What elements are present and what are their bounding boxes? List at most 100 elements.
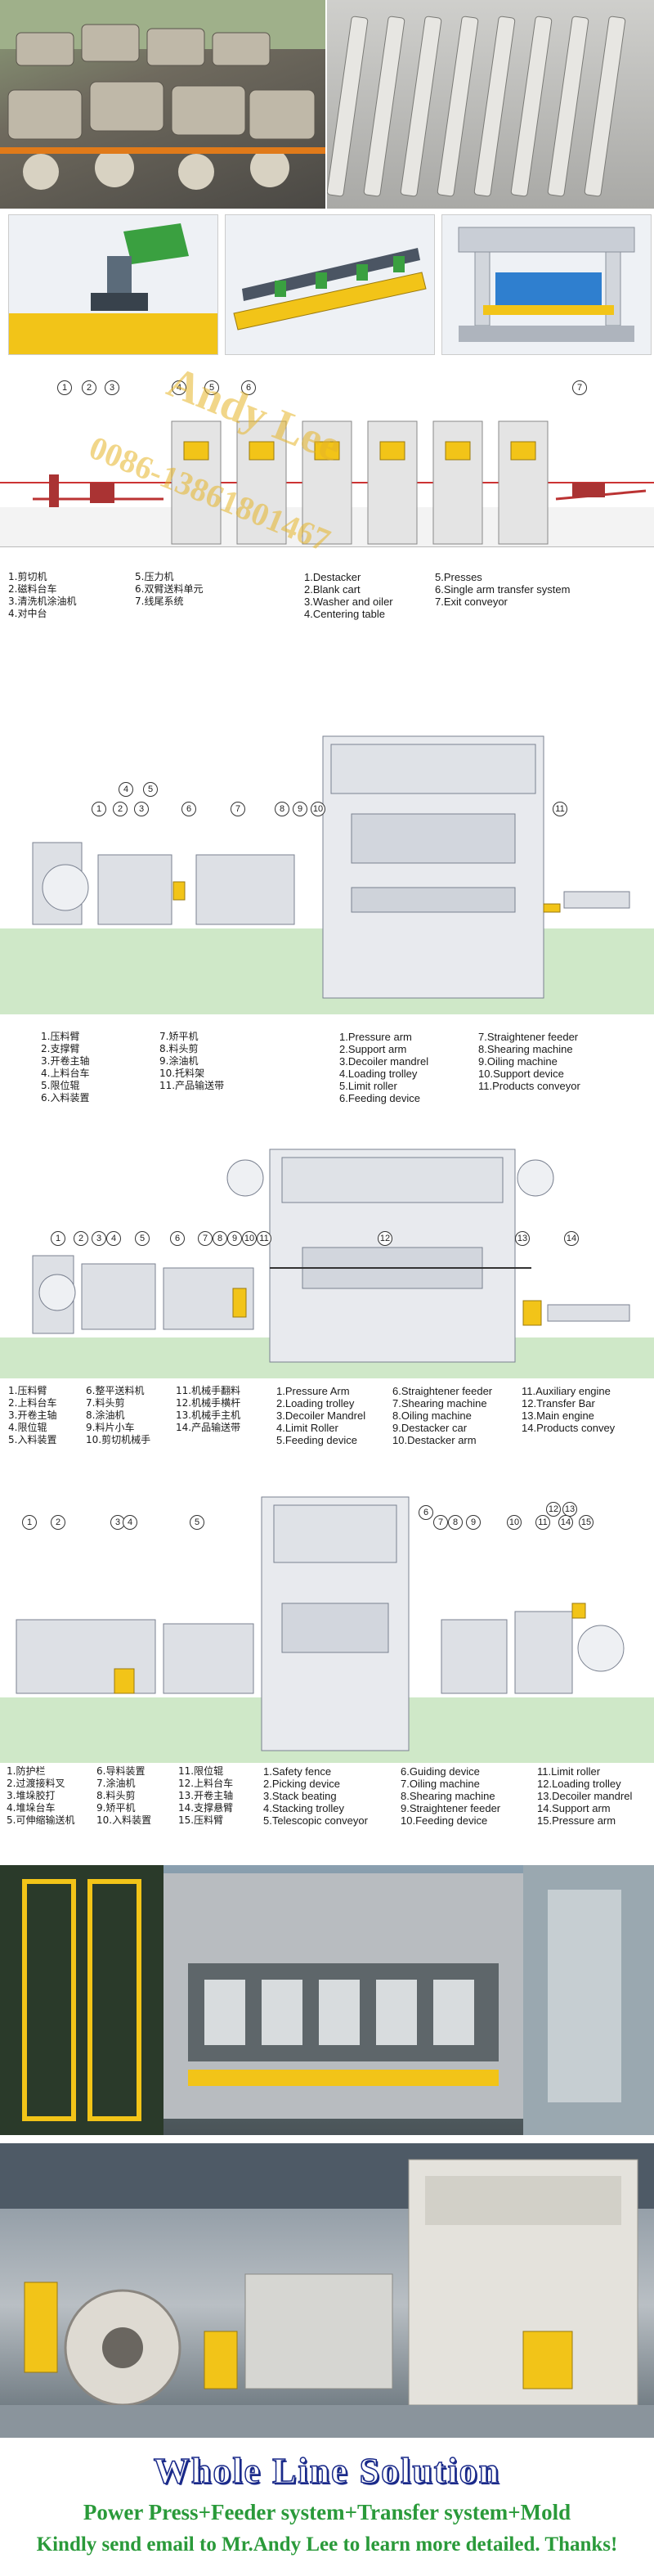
legend-item: 10.Feeding device <box>401 1814 488 1827</box>
legend-item: 11.Products conveyor <box>478 1080 580 1092</box>
callout-14: 14 <box>564 1231 579 1246</box>
legend-item: 6.双臂送料单元 <box>135 583 204 595</box>
legend-item: 8.料头剪 <box>96 1790 136 1801</box>
legend-item: 5.压力机 <box>135 571 174 582</box>
callout-5: 5 <box>204 380 219 395</box>
legend-item: 4.Loading trolley <box>339 1068 418 1080</box>
callout-1: 1 <box>92 802 106 816</box>
legend-item: 3.开卷主轴 <box>8 1409 57 1421</box>
legend-item: 12.机械手横杆 <box>176 1397 241 1409</box>
footer-subtitle: Power Press+Feeder system+Transfer syste… <box>83 2500 571 2524</box>
legend-item: 6.Feeding device <box>339 1092 421 1104</box>
diagram-coil-feeding-line: 1 2 3 4 5 6 7 8 9 10 11 1.压料臂 2.支撑臂 3.开卷… <box>0 720 654 1121</box>
legend-item: 6.Single arm transfer system <box>435 583 571 596</box>
callout-9: 9 <box>293 802 307 816</box>
legend-item: 5.Feeding device <box>276 1434 358 1446</box>
legend-item: 9.Straightener feeder <box>401 1802 501 1814</box>
callout-10: 10 <box>311 802 325 816</box>
legend-item: 5.Telescopic conveyor <box>263 1814 368 1827</box>
legend-item: 11.产品输送带 <box>159 1080 225 1091</box>
photo-press-line-factory <box>0 1865 654 2135</box>
legend-item: 4.Centering table <box>304 608 386 620</box>
legend-item: 3.Decoiler Mandrel <box>276 1409 366 1422</box>
legend-item: 5.可伸缩输送机 <box>7 1814 75 1826</box>
footer-contact: Kindly send email to Mr.Andy Lee to lear… <box>36 2533 618 2556</box>
legend-item: 2.上料台车 <box>8 1397 57 1409</box>
legend-item: 11.限位辊 <box>178 1765 224 1777</box>
callout-3: 3 <box>105 380 119 395</box>
legend-item: 8.料头剪 <box>159 1043 199 1054</box>
legend-item: 2.支撑臂 <box>41 1043 80 1054</box>
legend-item: 13.Decoiler mandrel <box>537 1790 633 1802</box>
legend-item: 14.Products convey <box>522 1422 616 1434</box>
legend-item: 5.入料装置 <box>8 1434 57 1445</box>
legend-item: 12.上料台车 <box>178 1778 234 1789</box>
callout-14: 14 <box>558 1515 573 1530</box>
legend-item: 14.产品输送带 <box>176 1422 241 1433</box>
callout-3: 3 <box>92 1231 106 1246</box>
legend-item: 3.开卷主轴 <box>41 1055 90 1067</box>
diagram-transfer-press-line: 1 2 3 4 5 6 7 8 9 10 11 12 13 14 1.压料臂 2… <box>0 1125 654 1468</box>
legend-item: 10.Support device <box>478 1068 564 1080</box>
legend-item: 1.防护栏 <box>7 1765 46 1777</box>
legend-item: 7.Straightener feeder <box>478 1031 579 1043</box>
legend-item: 7.料头剪 <box>86 1397 125 1409</box>
legend-item: 7.Oiling machine <box>401 1778 480 1790</box>
callout-4: 4 <box>123 1515 137 1530</box>
callout-12: 12 <box>378 1231 392 1246</box>
callout-5: 5 <box>135 1231 150 1246</box>
legend-item: 6.整平送料机 <box>86 1385 145 1396</box>
callout-7: 7 <box>198 1231 213 1246</box>
legend-item: 7.矫平机 <box>159 1031 199 1042</box>
callout-7: 7 <box>572 380 587 395</box>
legend-item: 4.限位辊 <box>8 1422 47 1433</box>
callout-2: 2 <box>74 1231 88 1246</box>
legend-item: 14.支撑悬臂 <box>178 1802 234 1814</box>
legend-item: 5.限位辊 <box>41 1080 80 1091</box>
legend-item: 3.Decoiler mandrel <box>339 1055 429 1068</box>
legend-item: 10.托料架 <box>159 1068 205 1079</box>
legend-item: 1.剪切机 <box>8 571 47 582</box>
legend-item: 9.料片小车 <box>86 1422 135 1433</box>
legend-item: 13.机械手主机 <box>176 1409 241 1421</box>
legend-item: 6.Straightener feeder <box>392 1385 493 1397</box>
callout-11: 11 <box>535 1515 550 1530</box>
callout-2: 2 <box>113 802 128 816</box>
callout-7: 7 <box>433 1515 448 1530</box>
legend-item: 2.过渡接料叉 <box>7 1778 65 1789</box>
callout-1: 1 <box>22 1515 37 1530</box>
callout-8: 8 <box>213 1231 227 1246</box>
render-transfer-bars <box>225 214 435 355</box>
legend-item: 13.Main engine <box>522 1409 594 1422</box>
callout-6: 6 <box>181 802 196 816</box>
legend-item: 6.Guiding device <box>401 1765 480 1778</box>
legend-item: 1.压料臂 <box>8 1385 47 1396</box>
callout-9: 9 <box>227 1231 242 1246</box>
render-transfer-gripper <box>8 214 218 355</box>
legend-item: 8.涂油机 <box>86 1409 125 1421</box>
photo-stamped-parts-left <box>0 0 325 209</box>
photo-coil-feeder-factory <box>0 2143 654 2438</box>
legend-item: 10.剪切机械手 <box>86 1434 151 1445</box>
legend-item: 10.入料装置 <box>96 1814 152 1826</box>
legend-item: 12.Loading trolley <box>537 1778 621 1790</box>
legend-item: 4.堆垛台车 <box>7 1802 56 1814</box>
legend-item: 12.Transfer Bar <box>522 1397 595 1409</box>
photo-stamped-parts-right <box>327 0 654 209</box>
callout-6: 6 <box>419 1505 433 1520</box>
legend-item: 13.开卷主轴 <box>178 1790 234 1801</box>
legend-item: 8.Shearing machine <box>478 1043 573 1055</box>
legend-item: 4.Limit Roller <box>276 1422 338 1434</box>
callout-10: 10 <box>242 1231 257 1246</box>
legend-item: 1.压料臂 <box>41 1031 80 1042</box>
callout-8: 8 <box>448 1515 463 1530</box>
callout-11: 11 <box>553 802 567 816</box>
legend-item: 3.清洗机涂油机 <box>8 596 77 607</box>
legend-item: 6.入料装置 <box>41 1092 90 1104</box>
legend-item: 4.上料台车 <box>41 1068 90 1079</box>
legend-item: 4.对中台 <box>8 608 47 619</box>
legend-item: 2.Support arm <box>339 1043 407 1055</box>
render-press-station <box>441 214 652 355</box>
callout-5: 5 <box>143 782 158 797</box>
legend-item: 11.Auxiliary engine <box>522 1385 611 1397</box>
